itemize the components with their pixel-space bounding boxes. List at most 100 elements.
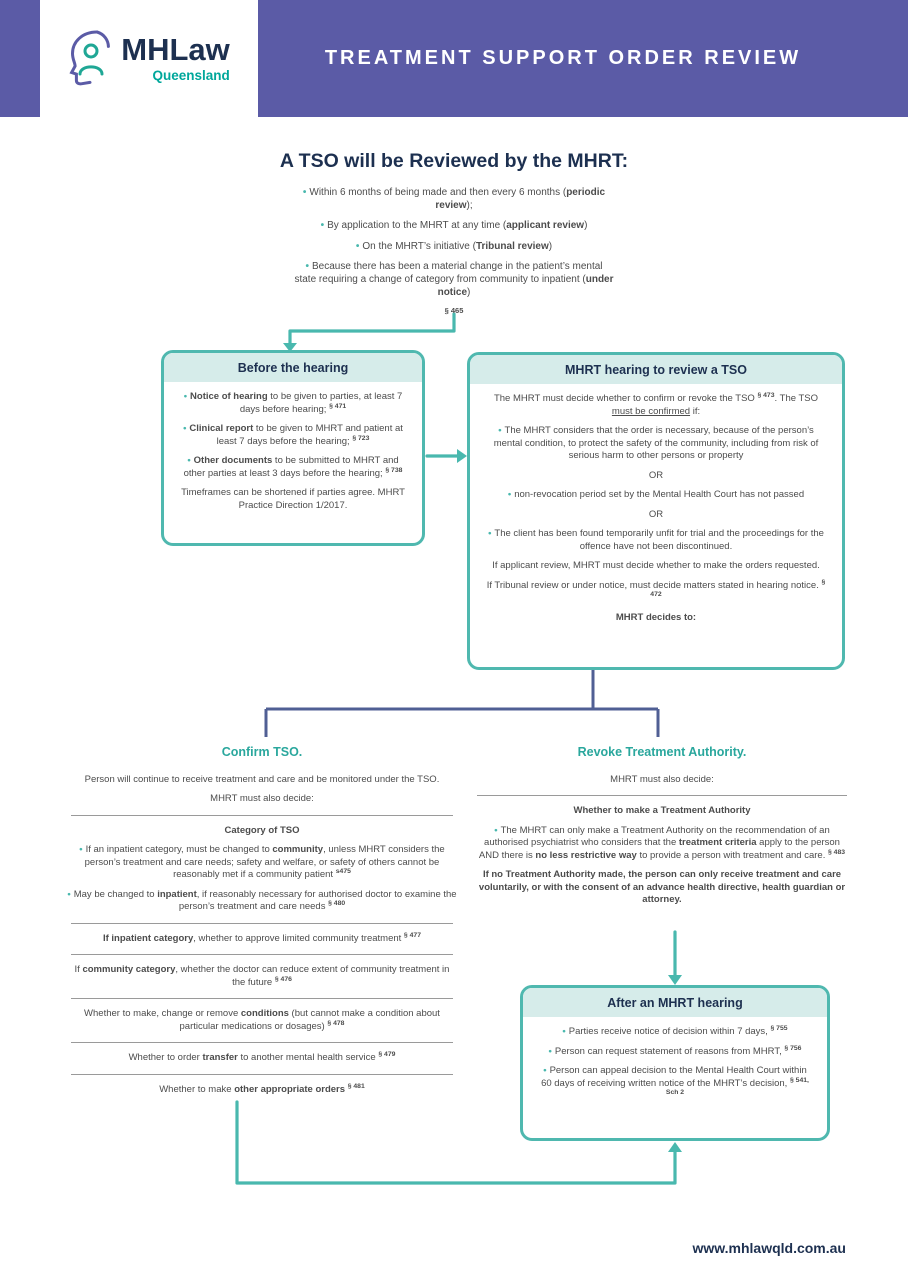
mhlaw-logo-icon: [69, 30, 111, 85]
page-title: TREATMENT SUPPORT ORDER REVIEW: [324, 47, 802, 69]
logo-text: MHLaw Queensland: [121, 34, 230, 83]
bullet-icon: •: [562, 1026, 566, 1037]
bullet-icon: •: [183, 391, 188, 402]
after-hearing-box: After an MHRT hearing •Parties receive n…: [520, 985, 830, 1141]
category-title: Category of TSO: [224, 824, 300, 836]
bullet-icon: •: [488, 528, 492, 540]
connector-before-to-hearing: [425, 449, 467, 463]
divider: [477, 795, 847, 797]
bullet-icon: •: [494, 824, 498, 836]
confirm-paragraph: Person will continue to receive treatmen…: [84, 773, 440, 785]
box-body: •Parties receive notice of decision with…: [523, 1017, 827, 1116]
list-item-text: Clinical report to be given to MHRT and …: [189, 423, 403, 447]
box-body: •Notice of hearing to be given to partie…: [164, 382, 422, 525]
list-item-text: By application to the MHRT at any time (…: [327, 220, 588, 232]
section-ref: § 465: [444, 306, 464, 316]
footer-url[interactable]: www.mhlawqld.com.au: [692, 1240, 846, 1256]
bullet-icon: •: [498, 425, 502, 437]
connector-hearing-split: [264, 670, 660, 737]
bullet-icon: •: [548, 1045, 552, 1057]
list-item: •Parties receive notice of decision with…: [537, 1024, 813, 1039]
bullet-icon: •: [67, 888, 71, 900]
logo-name: MHLaw: [121, 32, 230, 67]
before-hearing-box: Before the hearing •Notice of hearing to…: [161, 350, 425, 546]
list-item-text: On the MHRT’s initiative (Tribunal revie…: [362, 240, 553, 252]
list-item-text: Person can appeal decision to the Mental…: [541, 1065, 809, 1096]
hearing-box: MHRT hearing to review a TSO The MHRT mu…: [467, 352, 845, 670]
list-item-text: Other documents to be submitted to MHRT …: [183, 455, 403, 479]
logo: MHLaw Queensland: [40, 0, 258, 117]
revoke-heading: Revoke Treatment Authority.: [577, 745, 747, 759]
treatment-authority-title: Whether to make a Treatment Authority: [573, 805, 751, 817]
decision-row: If community category, whether the docto…: [74, 964, 450, 988]
list-item-text: The MHRT can only make a Treatment Autho…: [478, 824, 846, 861]
list-item: •Within 6 months of being made and then …: [294, 186, 614, 212]
bullet-icon: •: [187, 455, 191, 467]
list-item: •Because there has been a material chang…: [294, 260, 614, 300]
bullet-icon: •: [302, 187, 307, 198]
list-item-text: May be changed to inpatient, if reasonab…: [73, 888, 457, 913]
box-title: MHRT hearing to review a TSO: [470, 355, 842, 384]
applicant-review-note: If applicant review, MHRT must decide wh…: [492, 560, 820, 572]
list-item-text: Because there has been a material change…: [294, 260, 614, 299]
decision-row: Whether to make, change or remove condit…: [84, 1008, 440, 1032]
intro-title: A TSO will be Reviewed by the MHRT:: [279, 150, 629, 172]
logo-sub: Queensland: [152, 68, 230, 83]
intro-bullet-list: •Within 6 months of being made and then …: [294, 186, 614, 316]
list-item-text: Within 6 months of being made and then e…: [309, 187, 606, 212]
decision-row: Whether to order transfer to another men…: [128, 1051, 396, 1064]
list-item-text: If an inpatient category, must be change…: [84, 844, 445, 881]
list-item: •Person can appeal decision to the Menta…: [537, 1065, 813, 1103]
decision-row: If inpatient category, whether to approv…: [102, 931, 422, 944]
decision-row: Whether to make other appropriate orders…: [159, 1082, 365, 1095]
connector-revoke-to-after: [668, 930, 682, 985]
confirm-paragraph: MHRT must also decide:: [210, 793, 314, 805]
list-item: •On the MHRT’s initiative (Tribunal revi…: [294, 240, 614, 253]
list-item-text: Parties receive notice of decision withi…: [568, 1024, 788, 1037]
divider: [71, 814, 453, 816]
or-separator: OR: [648, 508, 664, 520]
bullet-icon: •: [79, 844, 83, 856]
list-item: •Person can request statement of reasons…: [537, 1044, 813, 1059]
list-item-text: Person can request statement of reasons …: [554, 1044, 802, 1057]
tribunal-review-note: If Tribunal review or under notice, must…: [486, 578, 826, 599]
list-item: •The MHRT considers that the order is ne…: [486, 425, 826, 463]
divider: [71, 1042, 453, 1044]
or-separator: OR: [648, 469, 664, 481]
intro-section: A TSO will be Reviewed by the MHRT: •Wit…: [0, 150, 908, 323]
list-item: •The client has been found temporarily u…: [486, 528, 826, 553]
no-authority-note: If no Treatment Authority made, the pers…: [478, 869, 846, 906]
revoke-paragraph: MHRT must also decide:: [610, 773, 714, 785]
bullet-icon: •: [543, 1065, 547, 1077]
confirm-column: Confirm TSO. Person will continue to rec…: [67, 744, 457, 1103]
hearing-intro: The MHRT must decide whether to confirm …: [493, 391, 819, 417]
list-item: •non-revocation period set by the Mental…: [486, 489, 826, 502]
box-title: After an MHRT hearing: [523, 988, 827, 1017]
list-item: •May be changed to inpatient, if reasona…: [67, 889, 457, 914]
list-item: •The MHRT can only make a Treatment Auth…: [473, 825, 851, 863]
list-item-text: Notice of hearing to be given to parties…: [190, 391, 403, 415]
box-body: The MHRT must decide whether to confirm …: [470, 384, 842, 637]
list-item: •Other documents to be submitted to MHRT…: [178, 455, 408, 480]
list-item: •Notice of hearing to be given to partie…: [178, 391, 408, 416]
box-title: Before the hearing: [164, 353, 422, 382]
divider: [71, 998, 453, 1000]
header: MHLaw Queensland TREATMENT SUPPORT ORDER…: [0, 0, 908, 117]
list-item: •Clinical report to be given to MHRT and…: [178, 423, 408, 448]
bullet-icon: •: [355, 240, 360, 252]
list-item: •If an inpatient category, must be chang…: [67, 844, 457, 882]
bullet-icon: •: [305, 260, 309, 272]
bullet-icon: •: [320, 220, 325, 232]
confirm-heading: Confirm TSO.: [221, 745, 303, 759]
list-item-text: The MHRT considers that the order is nec…: [493, 425, 819, 462]
revoke-column: Revoke Treatment Authority. MHRT must al…: [473, 744, 851, 914]
bullet-icon: •: [183, 423, 187, 435]
divider: [71, 954, 453, 956]
decides-label: MHRT decides to:: [615, 611, 697, 623]
timeframes-note: Timeframes can be shortened if parties a…: [181, 487, 405, 511]
bullet-icon: •: [507, 489, 512, 501]
list-item-text: non-revocation period set by the Mental …: [514, 489, 805, 501]
divider: [71, 1073, 453, 1075]
list-item: •By application to the MHRT at any time …: [294, 219, 614, 232]
